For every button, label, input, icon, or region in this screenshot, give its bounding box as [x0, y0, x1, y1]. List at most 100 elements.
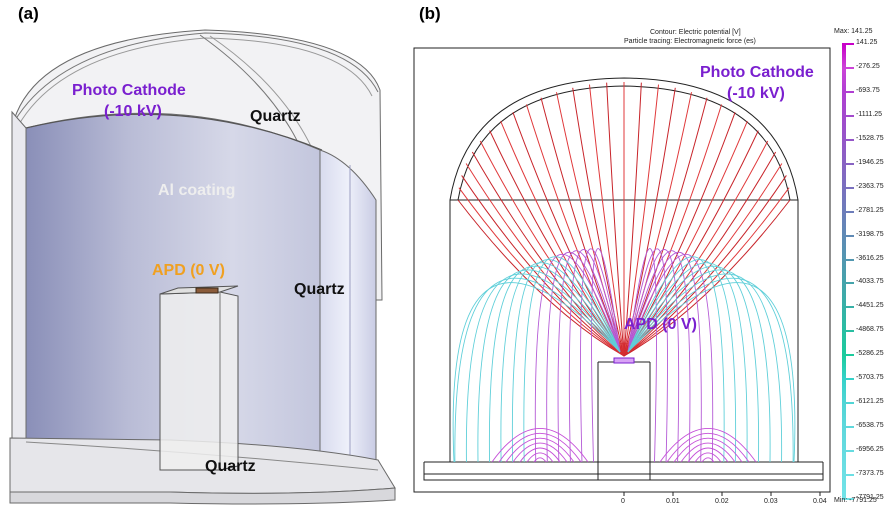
- colorbar: 141.25-276.25-693.75-1111.25-1528.75-194…: [842, 39, 892, 501]
- particle-trace: [489, 130, 625, 357]
- particle-trace: [555, 92, 625, 357]
- equipotential-line: [488, 265, 621, 463]
- equipotential-line: [523, 256, 621, 463]
- particle-trace: [461, 175, 625, 357]
- detector-outline: [423, 77, 824, 481]
- panel-a-al-coating-label: Al coating: [158, 182, 236, 199]
- colorbar-tick-label: -4868.75: [856, 326, 884, 334]
- particle-trace: [525, 104, 625, 357]
- equipotential-line: [465, 273, 621, 463]
- panel-a-cathode-voltage-label: (-10 kV): [104, 103, 162, 120]
- equipotential-loop: [512, 442, 568, 463]
- equipotential-line: [452, 282, 621, 463]
- colorbar-swatch: [842, 402, 854, 405]
- panel-b-photo-cathode-label: Photo Cathode: [700, 64, 814, 81]
- equipotential-line: [568, 249, 621, 463]
- equipotential-line: [627, 256, 725, 463]
- panel-a-quartz-bottom-label: Quartz: [205, 458, 256, 475]
- equipotential-loop: [680, 442, 736, 463]
- particle-traces: [457, 81, 791, 357]
- particle-trace: [572, 87, 625, 357]
- colorbar-tick-label: -5703.75: [856, 374, 884, 382]
- panel-a-label: (a): [18, 4, 39, 23]
- colorbar-tick-label: 141.25: [856, 39, 878, 46]
- colorbar-swatch: [842, 114, 854, 117]
- colorbar-swatch: [842, 43, 854, 45]
- equipotential-line: [627, 259, 737, 463]
- particle-tracing-title: Particle tracing: Electromagnetic force …: [624, 38, 756, 45]
- equipotential-line: [454, 277, 621, 463]
- colorbar-swatch: [842, 282, 854, 285]
- particle-trace: [458, 187, 625, 357]
- equipotential-line: [627, 277, 794, 463]
- equipotential-loop: [498, 432, 582, 463]
- equipotential-loop: [526, 452, 554, 463]
- equipotential-line: [627, 282, 796, 463]
- x-tick-3: 0.03: [764, 498, 778, 505]
- equipotential-line: [627, 269, 771, 463]
- contour-title: Contour: Electric potential [V]: [650, 29, 741, 36]
- equipotential-line: [627, 262, 748, 463]
- equipotential-line: [546, 251, 621, 463]
- panel-a-quartz-top-label: Quartz: [250, 108, 301, 125]
- colorbar-swatch: [842, 66, 854, 69]
- equipotential-line: [477, 269, 621, 463]
- apd-chip: [195, 287, 219, 294]
- colorbar-swatch: [842, 162, 854, 165]
- colorbar-tick-label: -1111.25: [856, 110, 883, 118]
- particle-trace: [471, 151, 625, 357]
- panel-a-quartz-side-label: Quartz: [294, 281, 345, 298]
- equipotential-line: [511, 259, 621, 463]
- equipotential-line: [627, 273, 783, 463]
- colorbar-tick-label: -2781.25: [856, 206, 884, 214]
- colorbar-min-label: Min: -7791.25: [834, 497, 877, 504]
- equipotential-line: [557, 250, 621, 463]
- colorbar-max-label: Max: 141.25: [834, 28, 873, 35]
- equipotential-loop: [491, 427, 589, 463]
- colorbar-gradient: [842, 44, 846, 499]
- colorbar-tick-label: -4451.25: [856, 302, 884, 310]
- equipotential-line: [627, 250, 691, 463]
- particle-trace: [623, 82, 642, 357]
- colorbar-swatch: [842, 354, 854, 357]
- particle-trace: [588, 84, 625, 357]
- colorbar-tick-label: -6956.25: [856, 446, 884, 454]
- particle-trace: [465, 163, 625, 357]
- colorbar-swatch: [842, 426, 854, 429]
- equipotential-loop: [694, 452, 722, 463]
- colorbar-swatch: [842, 498, 854, 500]
- colorbar-swatch: [842, 306, 854, 309]
- colorbar-swatch: [842, 330, 854, 333]
- particle-trace: [457, 199, 625, 357]
- panel-b-label: (b): [419, 4, 441, 23]
- panel-a-apd-label: APD (0 V): [152, 262, 225, 279]
- colorbar-tick-label: -693.75: [856, 86, 880, 94]
- apd-pillar: [159, 285, 239, 471]
- particle-trace: [479, 140, 625, 357]
- particle-trace: [540, 97, 625, 357]
- equipotential-line: [627, 253, 714, 463]
- equipotential-line: [580, 248, 621, 463]
- colorbar-tick-label: -1528.75: [856, 134, 884, 142]
- equipotential-loop: [659, 427, 757, 463]
- colorbar-tick-label: -6121.25: [856, 398, 884, 406]
- x-tick-4: 0.04: [813, 498, 827, 505]
- x-tick-1: 0.01: [666, 498, 680, 505]
- panel-a-photo-cathode-label: Photo Cathode: [72, 82, 186, 99]
- equipotential-loop: [505, 437, 575, 463]
- equipotential-line: [627, 265, 760, 463]
- colorbar-tick-label: -7791.25: [856, 494, 884, 501]
- detector-3d-illustration: [9, 29, 396, 505]
- colorbar-swatch: [842, 210, 854, 213]
- colorbar-swatch: [842, 450, 854, 453]
- equipotential-loop: [519, 447, 561, 463]
- colorbar-swatch: [842, 258, 854, 261]
- particle-trace: [512, 112, 625, 357]
- equipotential-loop: [533, 457, 547, 463]
- colorbar-tick-label: -4033.75: [856, 278, 884, 286]
- colorbar-swatch: [842, 234, 854, 237]
- colorbar-swatch: [842, 90, 854, 93]
- colorbar-tick-label: -6538.75: [856, 422, 884, 430]
- equipotential-loop: [701, 457, 715, 463]
- colorbar-tick-label: -1946.25: [856, 158, 884, 166]
